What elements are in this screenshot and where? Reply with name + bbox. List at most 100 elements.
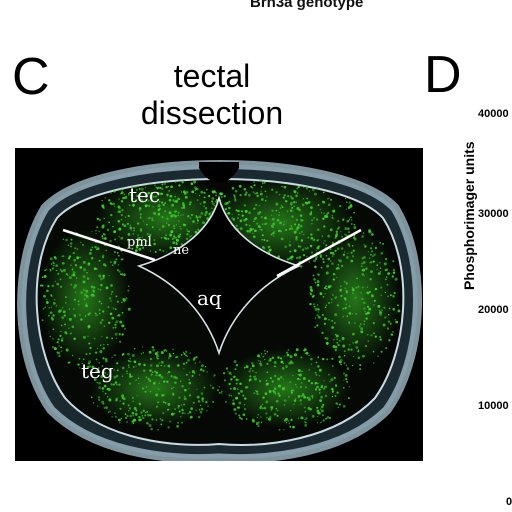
stain-dot xyxy=(195,409,197,411)
stain-dot xyxy=(251,362,254,365)
stain-dot xyxy=(200,368,203,371)
stain-dot xyxy=(125,297,128,300)
stain-dot xyxy=(300,403,302,405)
stain-dot xyxy=(172,213,176,217)
stain-dot xyxy=(159,186,162,190)
stain-dot xyxy=(65,238,68,242)
stain-dot xyxy=(371,233,374,236)
stain-dot xyxy=(160,360,164,364)
stain-dot xyxy=(369,247,373,250)
stain-dot xyxy=(337,259,340,261)
stain-dot xyxy=(315,361,318,364)
stain-dot xyxy=(118,236,120,238)
stain-dot xyxy=(195,192,197,194)
stain-dot xyxy=(245,418,248,420)
stain-dot xyxy=(331,262,334,265)
stain-dot xyxy=(264,199,267,202)
stain-dot xyxy=(150,191,153,195)
stain-dot xyxy=(203,191,206,194)
label-ne: ne xyxy=(173,243,189,258)
stain-dot xyxy=(336,304,339,307)
stain-dot xyxy=(149,233,152,237)
stain-dot xyxy=(138,247,142,251)
stain-dot xyxy=(315,374,318,376)
stain-dot xyxy=(318,368,322,372)
stain-dot xyxy=(129,226,133,230)
stain-dot xyxy=(94,245,97,249)
stain-dot xyxy=(253,184,256,187)
stain-dot xyxy=(164,402,167,404)
stain-dot xyxy=(299,245,302,248)
stain-dot xyxy=(62,238,65,240)
stain-dot xyxy=(381,309,383,311)
stain-dot xyxy=(361,262,364,265)
stain-dot xyxy=(196,222,199,225)
stain-dot xyxy=(120,200,124,203)
stain-dot xyxy=(180,421,184,424)
stain-dot xyxy=(127,307,131,311)
stain-dot xyxy=(285,417,288,421)
stain-dot xyxy=(374,335,377,338)
stain-dot xyxy=(299,386,302,388)
stain-dot xyxy=(243,187,247,191)
stain-dot xyxy=(333,322,336,324)
stain-dot xyxy=(149,364,153,367)
stain-dot xyxy=(56,282,59,286)
panel-letter-d: D xyxy=(424,46,462,104)
stain-dot xyxy=(250,367,252,370)
stain-dot xyxy=(62,255,65,257)
stain-dot xyxy=(198,374,201,376)
stain-dot xyxy=(293,205,295,207)
stain-dot xyxy=(357,285,360,288)
stain-dot xyxy=(350,251,353,254)
stain-dot xyxy=(113,354,116,357)
stain-dot xyxy=(57,338,60,341)
stain-dot xyxy=(129,357,131,360)
stain-dot xyxy=(327,234,331,238)
stain-dot xyxy=(379,311,383,314)
stain-dot xyxy=(191,190,195,194)
stain-dot xyxy=(65,348,69,352)
stain-dot xyxy=(337,220,340,223)
stain-dot xyxy=(325,304,328,307)
stain-dot xyxy=(246,386,249,389)
stain-dot xyxy=(355,313,357,315)
stain-dot xyxy=(260,421,263,424)
stain-dot xyxy=(148,350,152,354)
stain-dot xyxy=(341,337,345,340)
stain-dot xyxy=(293,403,295,405)
stain-dot xyxy=(203,386,206,389)
stain-dot xyxy=(117,220,121,223)
stain-dot xyxy=(166,217,169,220)
stain-dot xyxy=(167,237,170,240)
stain-dot xyxy=(366,291,369,294)
stain-dot xyxy=(127,359,130,362)
stain-dot xyxy=(253,181,255,183)
stain-dot xyxy=(271,225,274,228)
stain-dot xyxy=(69,332,72,335)
stain-dot xyxy=(58,310,61,313)
stain-dot xyxy=(248,370,251,373)
stain-dot xyxy=(267,245,271,249)
stain-dot xyxy=(114,326,117,329)
stain-dot xyxy=(351,364,354,367)
stain-dot xyxy=(273,361,277,364)
stain-dot xyxy=(313,192,317,196)
stain-dot xyxy=(373,299,376,302)
stain-dot xyxy=(114,238,117,241)
stain-dot xyxy=(161,419,164,422)
stain-dot xyxy=(175,210,178,213)
stain-dot xyxy=(101,387,105,390)
stain-dot xyxy=(390,333,393,336)
stain-dot xyxy=(121,375,124,377)
stain-dot xyxy=(377,355,379,357)
stain-dot xyxy=(261,238,264,241)
stain-dot xyxy=(136,222,140,225)
stain-dot xyxy=(271,188,274,191)
stain-dot xyxy=(314,317,317,319)
stain-dot xyxy=(85,304,88,308)
stain-dot xyxy=(173,235,176,238)
stain-dot xyxy=(289,250,292,253)
stain-dot xyxy=(123,298,127,302)
stain-dot xyxy=(368,229,371,233)
